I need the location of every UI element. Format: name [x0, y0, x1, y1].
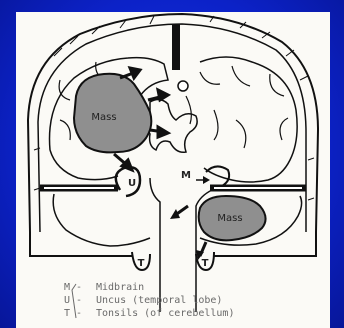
legend-text-uncus: Uncus (temporal lobe): [96, 295, 222, 306]
midbrain-marker: M: [181, 170, 191, 181]
lateral-ventricle: [146, 99, 197, 152]
falx-cerebri: [176, 24, 188, 91]
legend-dash-m: -: [76, 282, 82, 293]
legend-text-tonsils: Tonsils (of cerebellum): [96, 308, 234, 319]
tonsil-left-marker: T: [138, 258, 145, 269]
arrow-head: [158, 90, 168, 100]
midbrain-arrow: [196, 176, 210, 184]
legend: M - Midbrain U - Uncus (temporal lobe) T…: [64, 282, 234, 319]
legend-key-m: M: [64, 282, 70, 293]
mass-upper-label: Mass: [91, 112, 116, 123]
legend-key-u: U: [64, 295, 70, 306]
tonsil-right-marker: T: [202, 258, 209, 269]
falx-tip: [178, 81, 188, 91]
arrow-head: [130, 68, 140, 78]
legend-dash-t: -: [76, 308, 82, 319]
foramen-magnum: [30, 232, 316, 256]
midbrain-brainstem: [150, 178, 212, 312]
mass-lower-label: Mass: [217, 213, 242, 224]
uncus-marker: U: [128, 178, 136, 189]
legend-dash-u: -: [76, 295, 82, 306]
legend-key-t: T: [64, 308, 70, 319]
legend-text-midbrain: Midbrain: [96, 282, 144, 293]
arrow-head: [158, 127, 168, 137]
